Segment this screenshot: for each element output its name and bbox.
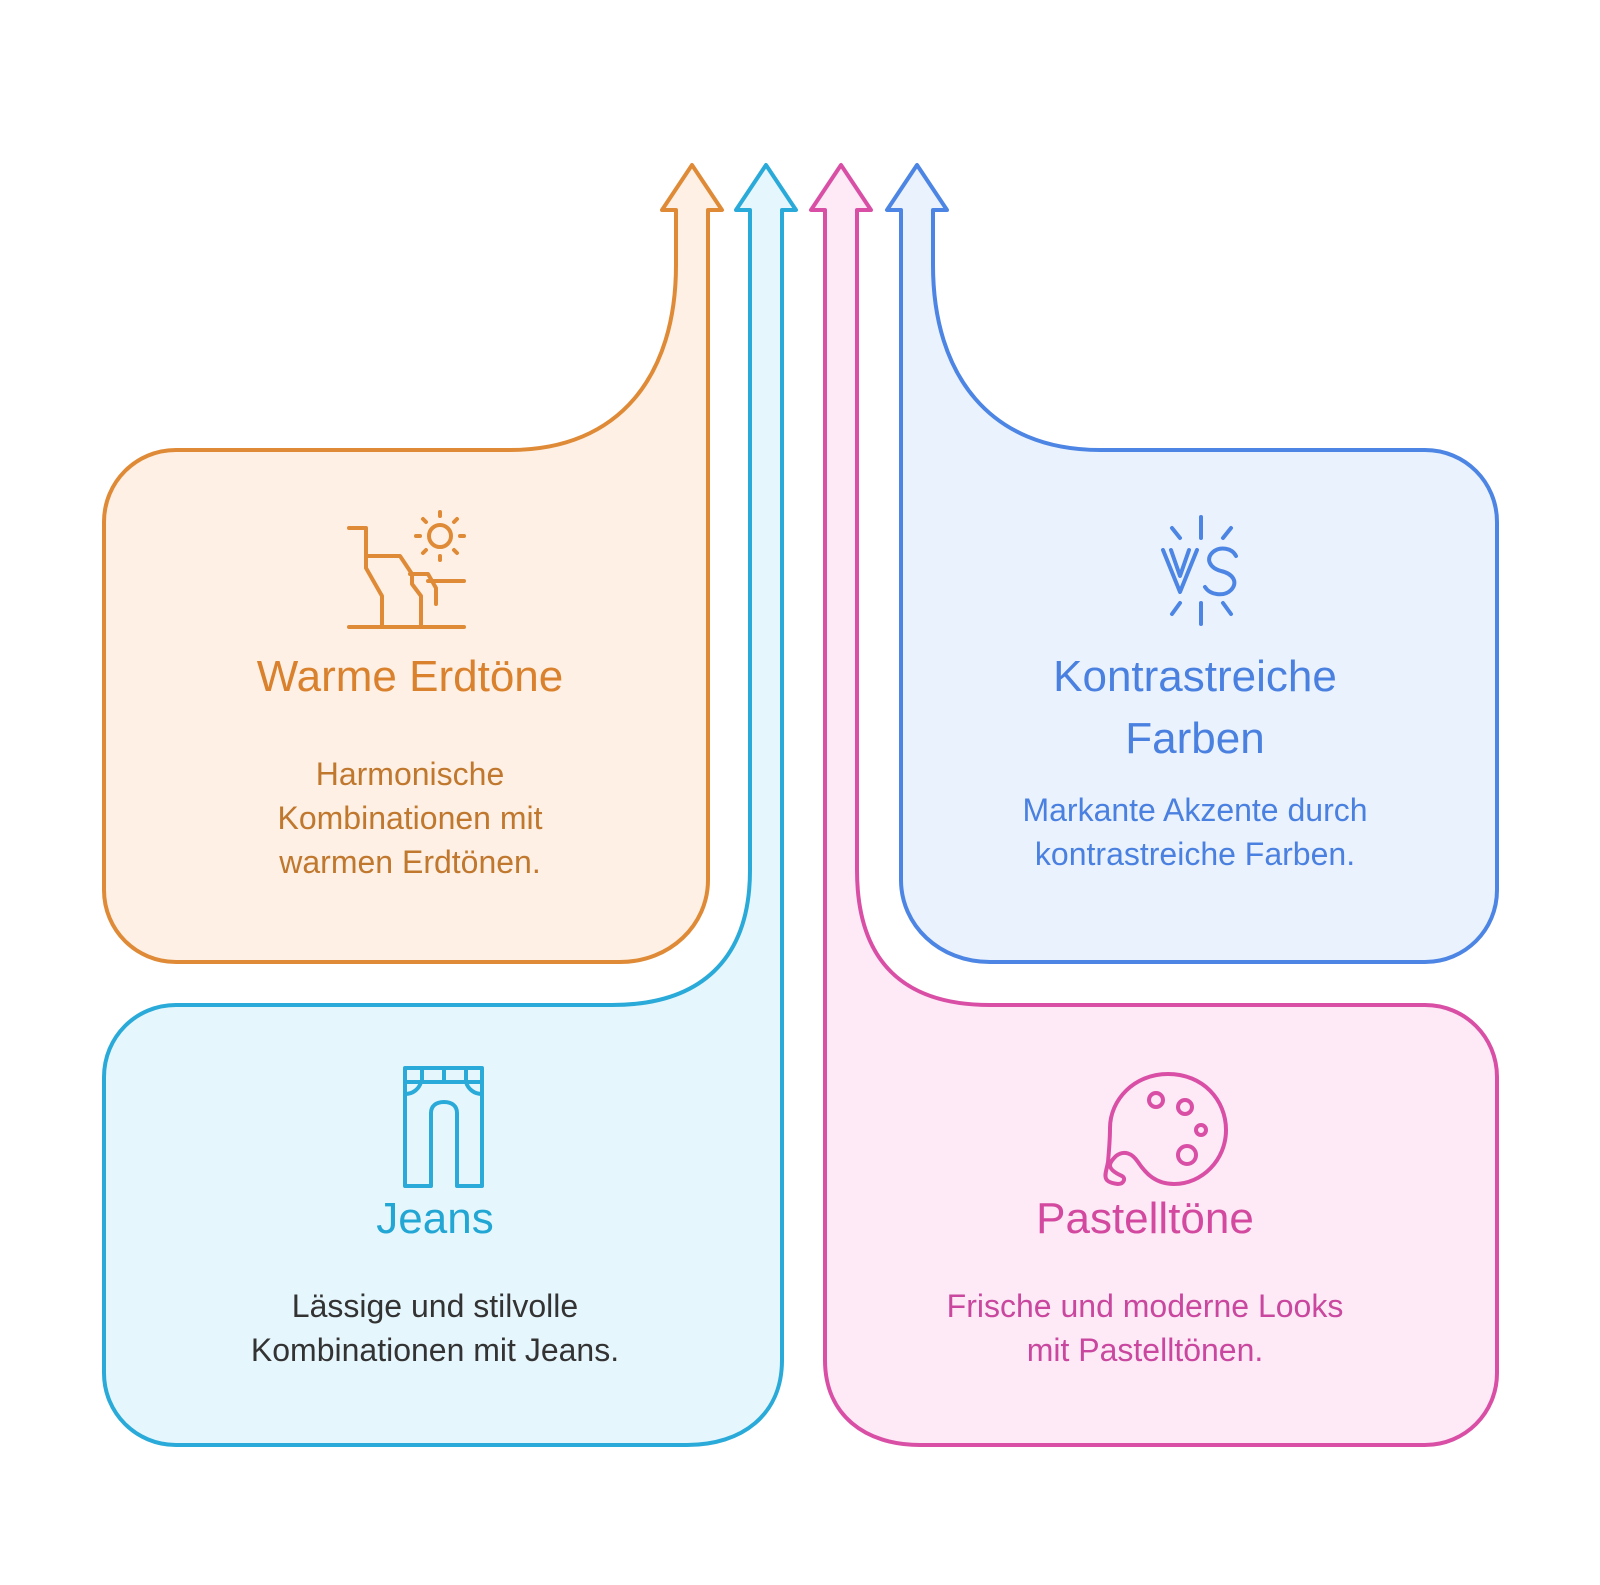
palette-icon — [1103, 1072, 1228, 1186]
jeans-icon — [403, 1066, 484, 1188]
jeans-card-description: Lässige und stilvolle Kombinationen mit … — [175, 1284, 695, 1372]
kontrast-card-description: Markante Akzente durch kontrastreiche Fa… — [935, 788, 1455, 876]
warm-card-title: Warme Erdtöne — [256, 652, 564, 701]
warm-card-desc-line: warmen Erdtönen. — [279, 844, 541, 880]
kontrast-card-title-line: Kontrastreiche — [1053, 652, 1337, 701]
cliff-sun-icon — [347, 510, 466, 629]
pastell-card-text: Pastelltöne Frische und moderne Looks mi… — [880, 1188, 1410, 1372]
pastell-card-desc-line: Frische und moderne Looks — [946, 1288, 1344, 1324]
jeans-card-desc-line: Lässige und stilvolle — [291, 1288, 579, 1324]
kontrast-card-desc-line: Markante Akzente durch — [1022, 792, 1368, 828]
pastell-card-description: Frische und moderne Looks mit Pastelltön… — [880, 1284, 1410, 1372]
pastell-card-arrow-shape — [809, 163, 1499, 1447]
warm-card-desc-line: Kombinationen mit — [277, 800, 543, 836]
warm-card-description: Harmonische Kombinationen mit warmen Erd… — [175, 752, 645, 884]
kontrast-card-desc-line: kontrastreiche Farben. — [1034, 836, 1356, 872]
warm-card-text: Warme Erdtöne Harmonische Kombinationen … — [175, 646, 645, 884]
jeans-card-arrow-shape — [102, 163, 798, 1447]
kontrast-card-text: Kontrastreiche Farben Markante Akzente d… — [935, 646, 1455, 876]
kontrast-card-title-line: Farben — [1125, 714, 1265, 763]
jeans-card-text: Jeans Lässige und stilvolle Kombinatione… — [175, 1188, 695, 1372]
versus-icon — [1161, 515, 1238, 626]
kontrast-card-title: Kontrastreiche Farben — [935, 646, 1455, 770]
warm-card-arrow-shape — [102, 163, 724, 964]
warm-card-desc-line: Harmonische — [315, 756, 505, 792]
jeans-card-desc-line: Kombinationen mit Jeans. — [250, 1332, 620, 1368]
pastell-card-title: Pastelltöne — [1036, 1194, 1254, 1243]
pastell-card-desc-line: mit Pastelltönen. — [1026, 1332, 1264, 1368]
jeans-card-title: Jeans — [376, 1194, 494, 1243]
